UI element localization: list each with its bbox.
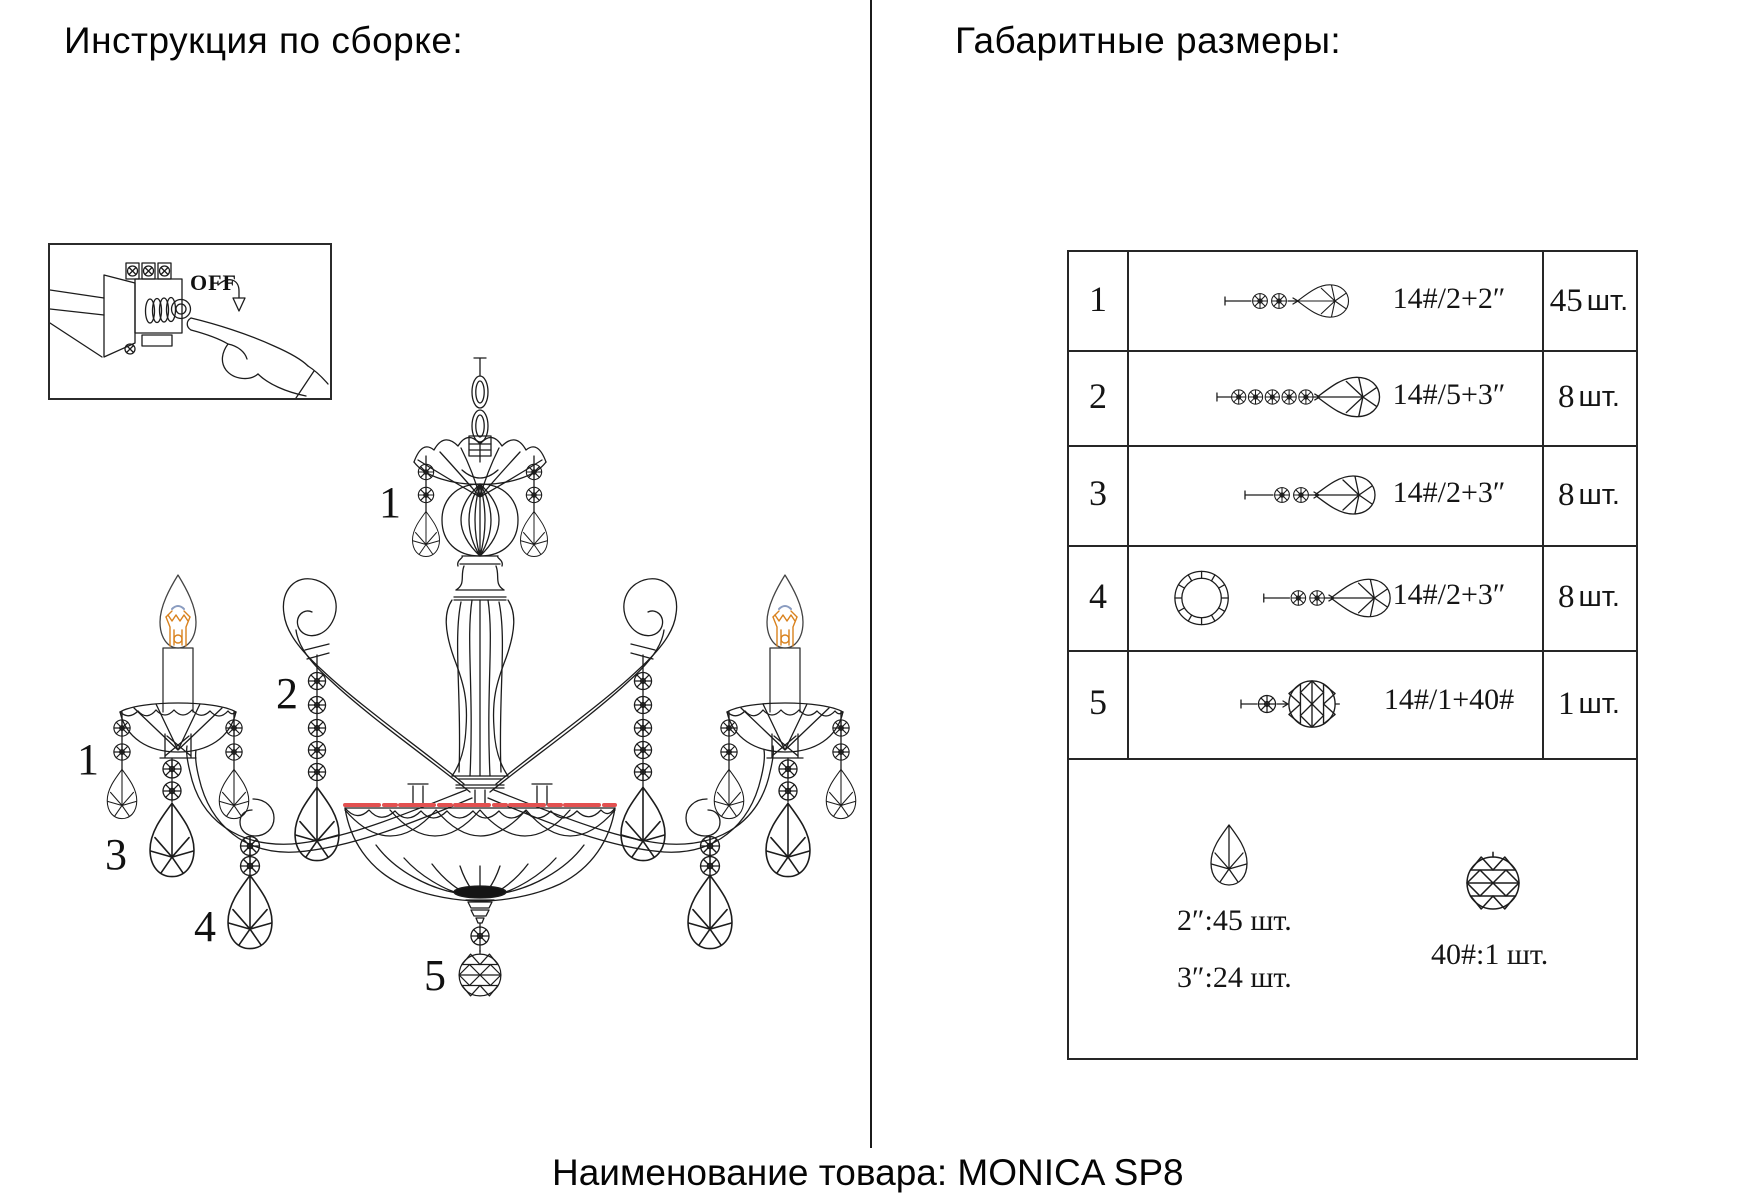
hand-drawing xyxy=(186,317,329,398)
qty-unit: шт. xyxy=(1586,284,1629,317)
upper-scroll-arms xyxy=(282,578,678,793)
left-candle xyxy=(119,574,237,759)
off-label: OFF xyxy=(190,270,237,295)
faceted-ball-icon xyxy=(1466,851,1520,910)
strand-2-beads-pendant-icon xyxy=(1244,475,1376,515)
panel-divider xyxy=(870,0,872,1148)
arm-strands xyxy=(227,835,733,950)
product-name-footer: Наименование товара: MONICA SP8 xyxy=(552,1152,1184,1193)
breaker-lever xyxy=(144,296,192,324)
label-bobeche-strand: 1 xyxy=(77,735,99,784)
row-number: 5 xyxy=(1089,682,1107,722)
bottom-bowl xyxy=(343,803,617,929)
chandelier-drawing: 1 2 1 3 4 5 xyxy=(77,357,857,1000)
row-number: 4 xyxy=(1089,576,1107,616)
label-bottom-ball: 5 xyxy=(424,951,446,1000)
wall-lines xyxy=(50,289,105,358)
row-number: 1 xyxy=(1089,279,1107,319)
label-center-strand: 3 xyxy=(105,830,127,879)
qty-number: 8 xyxy=(1558,379,1575,415)
scroll-strands xyxy=(294,654,666,862)
breaker-drawing: OFF xyxy=(50,262,329,398)
arrow-head xyxy=(232,297,246,312)
right-candle xyxy=(726,574,844,759)
row-spec: 14#/1+40# xyxy=(1383,683,1515,716)
qty-unit: шт. xyxy=(1578,381,1620,413)
breaker-side xyxy=(103,274,136,358)
right-panel-title: Габаритные размеры: xyxy=(955,20,1342,61)
label-scroll-strand: 2 xyxy=(276,669,298,718)
summary-pendant-3in: 3″:24 шт. xyxy=(1177,961,1292,994)
chain xyxy=(471,357,489,463)
qty-number: 8 xyxy=(1558,579,1575,615)
qty-number: 45 xyxy=(1549,282,1583,319)
arrow-curve xyxy=(217,279,240,299)
row-number: 3 xyxy=(1089,473,1107,513)
label-crown-strand: 1 xyxy=(379,478,401,527)
center-column xyxy=(441,483,519,806)
row-spec: 14#/2+3″ xyxy=(1392,476,1506,509)
bottom-ball-strand xyxy=(458,926,502,997)
strand-5-beads-pendant-icon xyxy=(1216,376,1381,418)
qty-unit: шт. xyxy=(1578,581,1620,613)
summary-pendant-2in: 2″:45 шт. xyxy=(1177,904,1292,937)
label-arm-strand: 4 xyxy=(194,902,216,951)
qty-unit: шт. xyxy=(1578,687,1620,720)
qty-number: 8 xyxy=(1558,476,1575,513)
left-panel-title: Инструкция по сборке: xyxy=(64,20,464,61)
breaker-bottom-screw xyxy=(124,343,136,355)
ring-and-strand-2-beads-pendant-icon xyxy=(1174,570,1391,626)
breaker-screws xyxy=(125,262,172,280)
strand-2-beads-pendant-icon xyxy=(1224,284,1350,318)
row-spec: 14#/5+3″ xyxy=(1392,378,1506,411)
summary-ball-40: 40#:1 шт. xyxy=(1431,938,1549,971)
row-number: 2 xyxy=(1089,376,1107,416)
row-spec: 14#/2+2″ xyxy=(1392,282,1506,315)
table-col-divider-qty xyxy=(1542,252,1544,758)
strand-1-bead-faceted-ball-icon xyxy=(1240,680,1340,728)
breaker-latch xyxy=(141,334,173,347)
teardrop-pendant-icon xyxy=(1210,824,1248,886)
qty-number: 1 xyxy=(1558,685,1575,722)
crown-strands xyxy=(412,455,548,557)
row-spec: 14#/2+3″ xyxy=(1392,578,1506,611)
table-col-divider-num xyxy=(1127,252,1129,758)
bobeche-strands xyxy=(106,711,857,878)
qty-unit: шт. xyxy=(1578,478,1620,511)
beaded-ring-icon xyxy=(1174,570,1229,626)
breaker-off-illustration: OFF xyxy=(48,243,332,400)
